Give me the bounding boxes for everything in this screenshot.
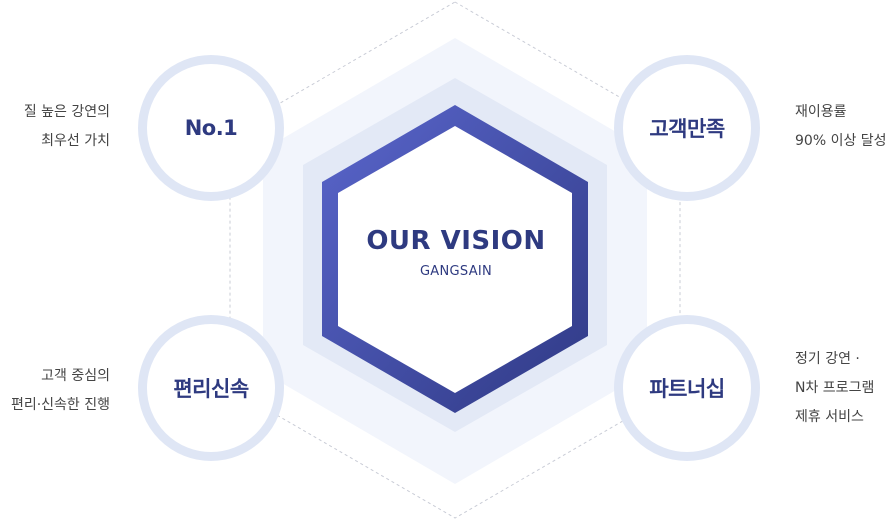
desc-line: 최우선 가치 bbox=[41, 133, 110, 149]
node-partnership-description: 정기 강연 · N차 프로그램 제휴 서비스 bbox=[795, 345, 874, 432]
desc-line: 90% 이상 달성 bbox=[795, 133, 887, 149]
inner-hexagon bbox=[338, 126, 572, 393]
node-label: 파트너십 bbox=[649, 377, 725, 401]
desc-line: 고객 중심의 bbox=[41, 368, 110, 384]
center-title: OUR VISION bbox=[366, 226, 546, 256]
node-no1: No.1 bbox=[138, 55, 284, 201]
center-subtitle: GANGSAIN bbox=[419, 264, 493, 279]
node-partnership: 파트너십 bbox=[614, 315, 760, 461]
node-convenience-description: 고객 중심의 편리·신속한 진행 bbox=[11, 362, 110, 420]
desc-line: 질 높은 강연의 bbox=[23, 104, 110, 120]
node-no1-description: 질 높은 강연의 최우선 가치 bbox=[24, 98, 110, 156]
desc-line: N차 프로그램 bbox=[795, 380, 875, 396]
node-label: 편리신속 bbox=[173, 377, 249, 401]
node-convenience: 편리신속 bbox=[138, 315, 284, 461]
node-customer-satisfaction-description: 재이용률 90% 이상 달성 bbox=[795, 98, 887, 156]
node-label: No.1 bbox=[184, 116, 238, 140]
center-text: OUR VISION GANGSAIN bbox=[330, 226, 582, 279]
node-customer-satisfaction: 고객만족 bbox=[614, 55, 760, 201]
desc-line: 편리·신속한 진행 bbox=[10, 397, 110, 413]
node-label: 고객만족 bbox=[649, 117, 725, 141]
desc-line: 재이용률 bbox=[795, 104, 847, 120]
desc-line: 정기 강연 · bbox=[795, 351, 860, 367]
desc-line: 제휴 서비스 bbox=[795, 409, 864, 425]
